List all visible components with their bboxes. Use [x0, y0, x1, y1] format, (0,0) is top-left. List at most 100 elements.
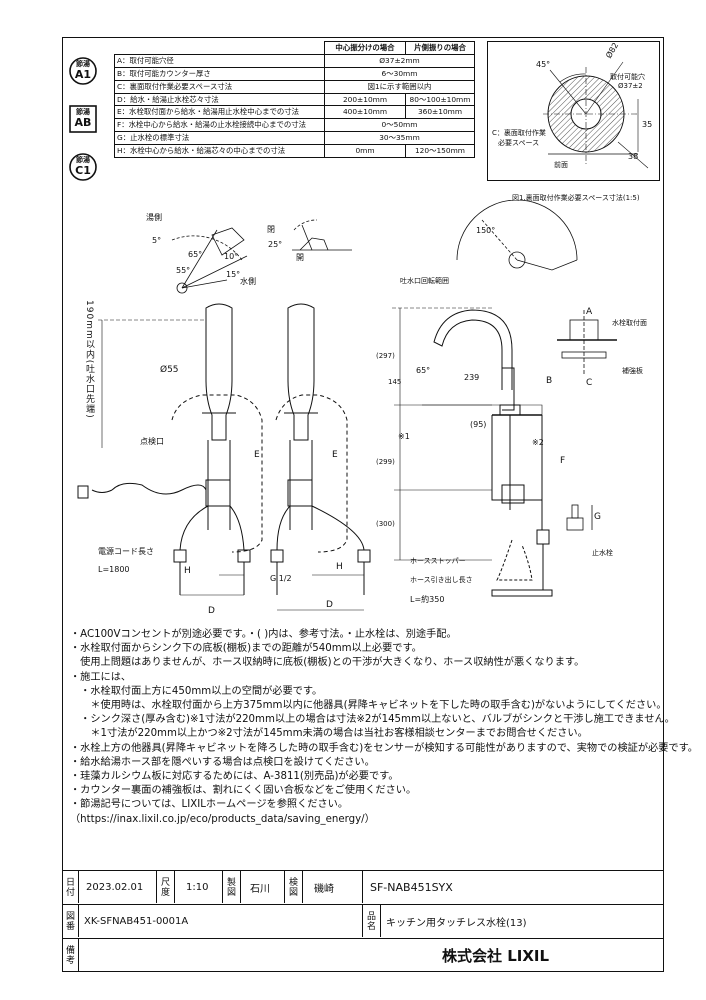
- note-line: ・給水給湯ホース部を隠ぺいする場合は点検口を設けてください。: [70, 756, 375, 768]
- scale-value: 1:10: [186, 881, 209, 893]
- spec-label: G：止水栓の標準寸法: [114, 131, 325, 146]
- dim-38: 38: [628, 152, 639, 161]
- drawno-label: 図番: [64, 911, 74, 931]
- spout-rotation-top-view: [456, 200, 578, 271]
- date-value: 2023.02.01: [86, 881, 144, 893]
- faucet-front-view-1: [77, 303, 263, 595]
- title-row-2: 図番 XK-SFNAB451-0001A 品名 キッチン用タッチレス水栓(13): [62, 904, 664, 938]
- scale-label: 尺度: [159, 877, 169, 897]
- mounting-detail: [557, 310, 617, 375]
- hose-length-value: L=約350: [410, 595, 445, 604]
- note-line: ・水栓上方の他器具(昇降キャビネットを降ろした時の取手含む)をセンサーが検知する…: [70, 742, 698, 754]
- handle-side-view: [292, 219, 352, 251]
- dim-239: 239: [464, 373, 480, 382]
- spout-range-label: 吐水口回転範囲: [400, 277, 449, 285]
- note-line: ＊1寸法が220mm以上かつ※2寸法が145mm未満の場合は当社お客様相談センタ…: [70, 728, 588, 740]
- closed-label: 閉: [267, 225, 275, 234]
- angle-150: 150°: [476, 226, 496, 235]
- dim-e-2: E: [332, 450, 338, 460]
- note-line: 使用上問題はありませんが、ホース収納時に底板(棚板)との干渉が大きくなり、ホース…: [70, 657, 585, 669]
- remarks-label: 備考: [64, 945, 74, 965]
- spec-label: C：裏面取付作業必要スペース寸法: [114, 79, 325, 94]
- spec-value: 400±10mm: [324, 105, 406, 120]
- angle-65b: 65°: [416, 366, 431, 375]
- spec-value: 80〜100±10mm: [405, 92, 475, 107]
- inspection-port-label: 点検口: [140, 437, 164, 446]
- spec-header-center: 中心振分けの場合: [324, 41, 406, 55]
- note-x2-mark: ※2: [532, 438, 544, 447]
- spec-value: 図1に示す範囲以内: [324, 79, 475, 94]
- drawn-label: 製図: [225, 877, 235, 897]
- hose-length-label: ホース引き出し長さ: [410, 576, 473, 584]
- spec-value: 360±10mm: [405, 105, 475, 120]
- badge-top-text: 節湯: [76, 60, 90, 68]
- spec-label: E：水栓取付面から給水・給湯用止水栓中心までの寸法: [114, 105, 325, 120]
- angle-label: 45°: [536, 60, 551, 69]
- faucet-side-section: [392, 307, 553, 597]
- dim-95: (95): [470, 420, 487, 429]
- note-line: ・節湯記号については、LIXILホームページを参照ください。: [70, 799, 349, 811]
- spec-value: 200±10mm: [324, 92, 406, 107]
- hole-value: Ø37±2: [618, 82, 643, 90]
- mounting-space-figure: 45° Ø82 取付可能穴 Ø37±2 C：裏面取付作業 必要スペース 前面 3…: [487, 41, 660, 181]
- dim-h-2: H: [336, 562, 343, 572]
- spec-value: 0〜50mm: [324, 118, 475, 133]
- thread-size-label: G 1/2: [270, 574, 292, 583]
- saving-water-badge-ab: 節湯 AB: [68, 104, 98, 134]
- title-row-1: 日付 2023.02.01 尺度 1:10 製図 石川 検図 磯崎 SF-NAB…: [62, 870, 664, 904]
- check-value: 磯崎: [314, 883, 334, 895]
- dim-b: B: [546, 376, 553, 386]
- faucet-front-view-2: [270, 303, 371, 595]
- stopcock-detail: [566, 504, 593, 531]
- note-line: ・珪藻カルシウム板に対応するためには、A-3811(別売品)が必要です。: [70, 771, 399, 783]
- cord-length-label: 電源コード長さ: [98, 547, 154, 556]
- angle-15: 15°: [226, 270, 241, 279]
- spec-label: D：給水・給湯止水栓芯々寸法: [114, 92, 325, 107]
- spec-label: B：取付可能カウンター厚さ: [114, 66, 325, 81]
- reinforcement-plate-label: 補強板: [622, 367, 643, 375]
- date-label: 日付: [64, 877, 74, 897]
- dim-35: 35: [642, 120, 653, 129]
- angle-10: 10°: [224, 252, 239, 261]
- note-line: ・シンク深さ(厚み含む)※1寸法が220mm以上の場合は寸法※2が145mm以上…: [70, 714, 675, 726]
- note-line: ・AC100Vコンセントが別途必要です。・( )内は、参考寸法。・止水栓は、別途…: [70, 629, 457, 640]
- spec-label: F：水栓中心から給水・給湯の止水栓接続中心までの寸法: [114, 118, 325, 133]
- drawing-number: XK-SFNAB451-0001A: [84, 915, 189, 927]
- inset-caption: 図1.裏面取付作業必要スペース寸法(1:5): [512, 194, 640, 202]
- spec-value: Ø37±2mm: [324, 53, 475, 68]
- product-name: キッチン用タッチレス水栓(13): [386, 917, 527, 929]
- hot-side-label: 湯側: [146, 213, 162, 222]
- note-line: ・施工には、: [70, 671, 132, 683]
- mount-face-label: 水栓取付面: [612, 319, 647, 327]
- title-block: 日付 2023.02.01 尺度 1:10 製図 石川 検図 磯崎 SF-NAB…: [62, 870, 664, 972]
- dim-h-1: H: [184, 566, 191, 576]
- dia-55-label: Ø55: [160, 365, 179, 375]
- space-label-2: 必要スペース: [498, 139, 540, 147]
- dim-300: (300): [376, 520, 395, 528]
- dim-299: (299): [376, 458, 395, 466]
- title-row-3: 備考 株式会社 LIXIL: [62, 938, 664, 972]
- cord-length-value: L=1800: [98, 565, 130, 574]
- angle-55: 55°: [176, 266, 191, 275]
- angle-5: 5°: [152, 236, 162, 245]
- faucet-drawing: [77, 200, 617, 611]
- badge-top-text: 節湯: [76, 156, 90, 164]
- spec-label: A：取付可能穴径: [114, 53, 325, 68]
- front-label: 前面: [554, 161, 568, 169]
- cold-side-label: 水側: [240, 277, 256, 286]
- angle-25: 25°: [268, 240, 283, 249]
- mounting-space-drawing: [543, 61, 649, 169]
- drawn-value: 石川: [250, 883, 270, 895]
- product-name-label: 品名: [365, 911, 375, 931]
- hose-stopper-label: ホースストッパー: [410, 557, 466, 565]
- bottom-dimensions: [180, 574, 364, 611]
- dim-297: (297): [376, 352, 395, 360]
- notes-section: ・AC100Vコンセントが別途必要です。・( )内は、参考寸法。・止水栓は、別途…: [70, 628, 698, 827]
